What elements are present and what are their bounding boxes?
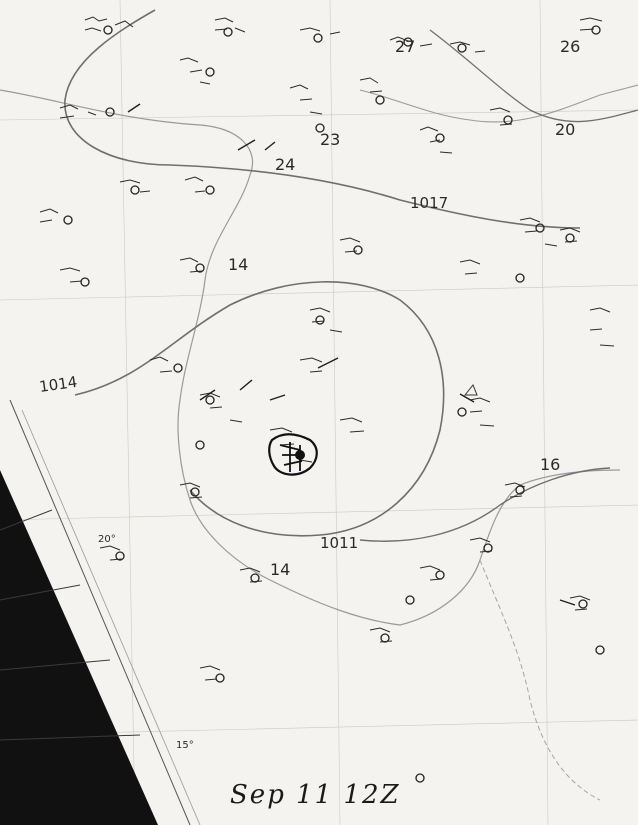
handwritten-station-data [39, 16, 615, 681]
pressure-mark: 14 [270, 560, 290, 579]
isobar-label-1014: 1014 [38, 373, 78, 396]
isobar-1014-line [74, 281, 445, 537]
pressure-mark: 14 [228, 255, 248, 274]
storm-center [268, 433, 318, 476]
pressure-mark: 16 [540, 455, 560, 474]
pressure-mark: 23 [320, 130, 340, 149]
isobar-label-1017: 1017 [410, 194, 448, 212]
wind-barbs [127, 103, 576, 606]
isobar-1017-line [64, 9, 581, 229]
border-line-inner [21, 409, 201, 825]
map-caption: Sep 11 12Z [230, 780, 401, 810]
isobar-label-1011: 1011 [320, 534, 358, 552]
pressure-mark: 27 [395, 37, 415, 56]
isobar-north-east [429, 29, 638, 123]
latitude-label-15: 15° [176, 740, 194, 751]
border-line [9, 399, 191, 825]
border-south [479, 559, 601, 801]
storm-center-dot [295, 450, 305, 460]
pressure-mark: 26 [560, 37, 580, 56]
coastline-north [359, 84, 638, 123]
station-plots [63, 25, 605, 783]
isobar-1011-line [359, 467, 611, 542]
latitude-label-20: 20° [98, 534, 116, 545]
pressure-mark: 20 [555, 120, 575, 139]
pressure-mark: 24 [275, 155, 295, 174]
margin-lines [0, 509, 141, 741]
arrow-mark-icon [463, 384, 478, 396]
